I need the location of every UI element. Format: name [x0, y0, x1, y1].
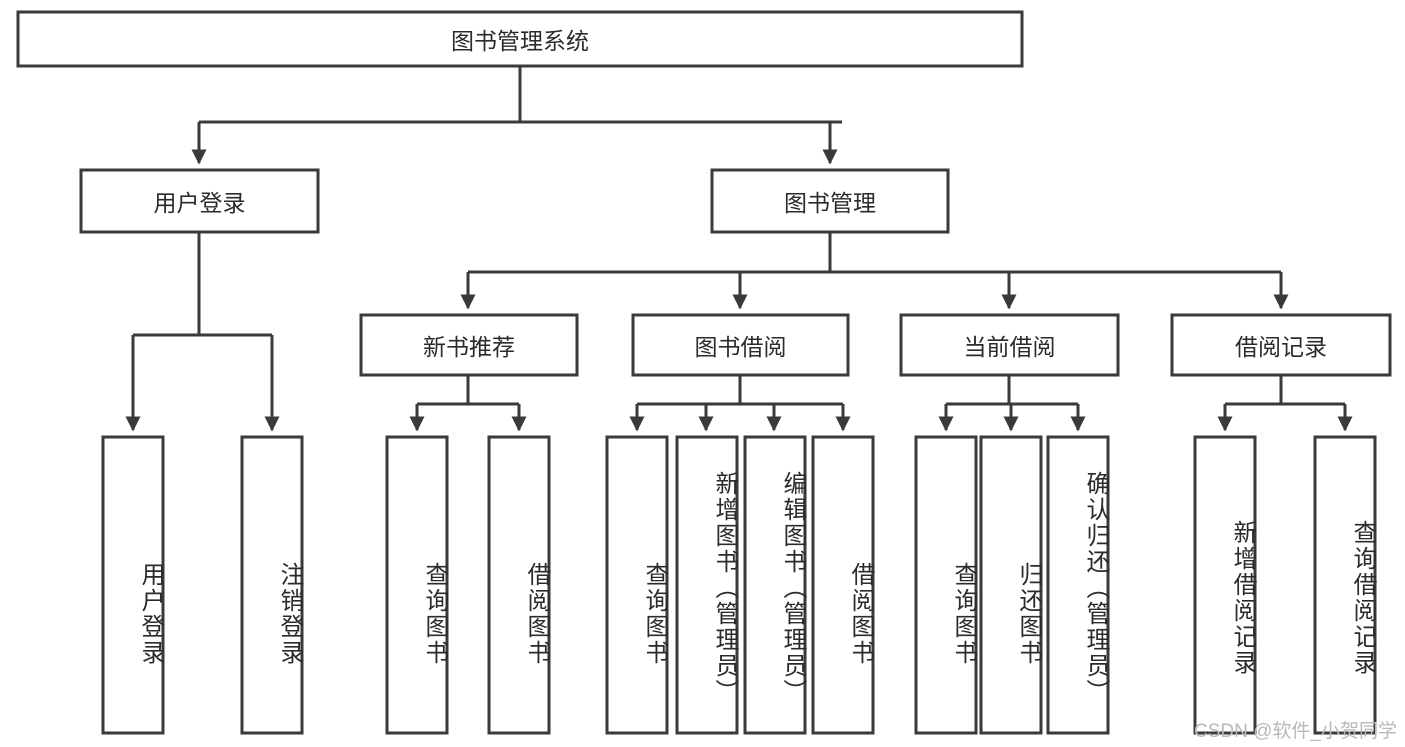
leaf-new-book-0[interactable]: [385, 435, 449, 735]
edge-current-to-leaves: [938, 375, 1086, 432]
leaf-current-borrow-0[interactable]: [914, 435, 978, 735]
node-root[interactable]: [16, 10, 1024, 68]
node-borrow-record[interactable]: [1170, 313, 1392, 377]
edge-newbook-to-leaves: [409, 375, 527, 432]
leaf-current-borrow-1[interactable]: [979, 435, 1043, 735]
leaf-book-borrow-0[interactable]: [605, 435, 669, 735]
leaf-book-borrow-1[interactable]: [675, 435, 739, 735]
leaf-book-borrow-3[interactable]: [811, 435, 875, 735]
node-new-book-recommend[interactable]: [359, 313, 579, 377]
edge-borrow-to-leaves: [629, 375, 851, 432]
leaf-book-borrow-2[interactable]: [743, 435, 807, 735]
leaf-user-login-0[interactable]: [101, 435, 165, 735]
leaf-borrow-record-1[interactable]: [1313, 435, 1377, 735]
leaf-borrow-record-0[interactable]: [1193, 435, 1257, 735]
leaf-current-borrow-2[interactable]: [1046, 435, 1110, 735]
node-book-management[interactable]: [710, 168, 950, 234]
watermark-text: CSDN @软件_小贺同学: [1194, 721, 1397, 742]
leaf-new-book-1[interactable]: [487, 435, 551, 735]
edge-bookmgmt-to-level3: [460, 232, 1289, 310]
leaf-user-login-1[interactable]: [240, 435, 304, 735]
node-current-borrow[interactable]: [899, 313, 1120, 377]
node-user-login[interactable]: [79, 168, 320, 234]
node-book-borrow[interactable]: [631, 313, 850, 377]
edge-record-to-leaves: [1217, 375, 1353, 432]
edge-userlogin-to-leaves: [125, 232, 280, 432]
edge-root-to-level2: [191, 66, 842, 165]
